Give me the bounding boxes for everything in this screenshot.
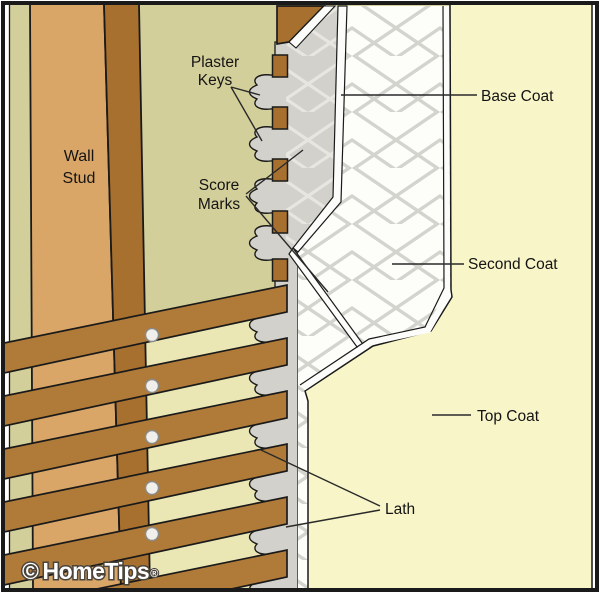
score-marks-label-line1: Score — [199, 177, 240, 194]
copyright-icon: © — [22, 558, 39, 584]
left-cut-edge — [4, 4, 9, 589]
top-coat-surface — [304, 4, 593, 589]
plaster-key-bulge — [248, 126, 278, 162]
lath-label: Lath — [385, 501, 415, 518]
score-marks-leader-lines — [245, 149, 329, 293]
lath-leader-lines — [260, 449, 381, 528]
top-lath-plaster-edge — [288, 5, 337, 49]
nail-head — [144, 378, 160, 394]
hometips-watermark: ©HomeTips® — [22, 558, 158, 584]
second-coat-surface — [298, 6, 452, 589]
lath-end — [271, 210, 289, 234]
laths-group — [4, 283, 288, 589]
plaster-keys-label-line2: Keys — [198, 72, 233, 89]
nail-head — [144, 429, 160, 445]
lath-end — [271, 158, 289, 182]
nail-head — [144, 327, 160, 343]
top-coat-broken-edge — [301, 5, 452, 391]
base-coat-label: Base Coat — [481, 88, 554, 105]
wall-stud-label-line2: Stud — [63, 170, 96, 187]
lath-end — [271, 258, 289, 282]
brand-name: HomeTips — [42, 558, 149, 584]
lath-strip — [92, 548, 288, 589]
lath-end — [271, 106, 289, 130]
top-coat-broken-edge-line — [299, 5, 445, 386]
lath-strip — [4, 336, 288, 427]
second-coat-label: Second Coat — [468, 256, 558, 273]
nail-head — [144, 480, 160, 496]
score-marks-label-line2: Marks — [198, 196, 240, 213]
wall-stud-label-line1: Wall — [64, 148, 95, 165]
registered-trademark-icon: ® — [150, 568, 158, 580]
lath-strip — [4, 283, 288, 374]
plaster-key-bulge — [248, 225, 278, 261]
lath-strip — [4, 495, 288, 586]
second-coat-broken-edge — [292, 5, 348, 253]
plaster-keys-leader-lines — [230, 86, 263, 142]
lath-end — [271, 54, 289, 78]
top-coat-label: Top Coat — [477, 408, 540, 425]
nail-head — [144, 526, 160, 542]
base-coat-panel — [286, 6, 338, 252]
plaster-key-bulge — [248, 178, 278, 214]
plaster-keys-label-line1: Plaster — [191, 54, 239, 71]
